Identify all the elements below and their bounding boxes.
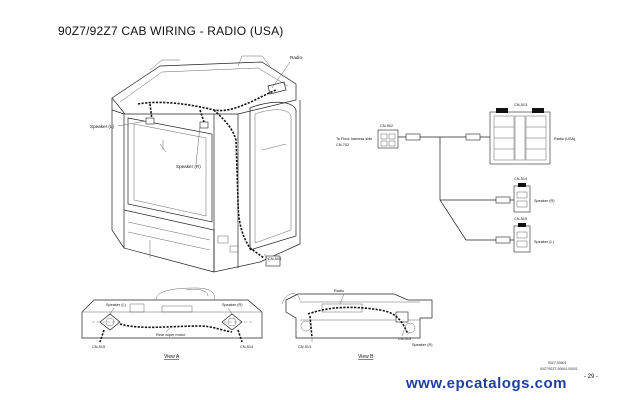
label-speaker-r2: Speaker (R) <box>534 199 555 203</box>
va-label-speaker-l: Speaker (L) <box>106 303 127 307</box>
view-b-drawing <box>281 293 433 342</box>
label-speaker-l2: Speaker (L) <box>534 240 555 244</box>
va-label-cn514: CN-514 <box>240 345 253 349</box>
va-label-speaker-r: Speaker (R) <box>222 303 243 307</box>
label-speaker-r: Speaker (R) <box>176 164 201 169</box>
page-title: 90Z7/92Z7 CAB WIRING - RADIO (USA) <box>58 24 284 38</box>
vb-label-cn514: CN-514 <box>398 337 411 341</box>
va-label-rear-wiper: Rear wiper motor <box>156 333 186 337</box>
label-cn-cab: CN-503 <box>268 257 281 261</box>
watermark: www.epcatalogs.com <box>406 375 567 392</box>
drawing-code-1: 90Z7-90604 <box>548 361 566 365</box>
label-cn513: CN-513 <box>514 103 527 107</box>
label-cn502: CN-502 <box>380 124 393 128</box>
label-to-floor: To Floor harness side <box>336 137 372 141</box>
label-speaker-l: Speaker (L) <box>90 124 114 129</box>
label-radio-usa: Radio (USA) <box>554 137 576 141</box>
vb-label-radio: Radio <box>334 289 344 293</box>
label-radio-top: Radio <box>290 55 302 60</box>
va-label-cn515: CN-515 <box>92 345 105 349</box>
view-a-caption: View A <box>164 354 180 360</box>
view-b-caption: View B <box>358 354 374 360</box>
vb-label-speaker-r: Speaker (R) <box>412 343 433 347</box>
drawing-code-2: 90Z7/92Z7-90604-00001 <box>540 367 578 371</box>
vb-label-cn513: CN-513 <box>298 345 311 349</box>
schematic <box>377 108 551 253</box>
label-cn514: CN-514 <box>514 177 527 181</box>
view-a-drawing <box>81 287 263 343</box>
cab-drawing <box>111 55 301 273</box>
label-cn702: CN-702 <box>336 143 349 147</box>
page-number: - 29 - <box>584 374 599 380</box>
label-cn515: CN-515 <box>514 217 527 221</box>
